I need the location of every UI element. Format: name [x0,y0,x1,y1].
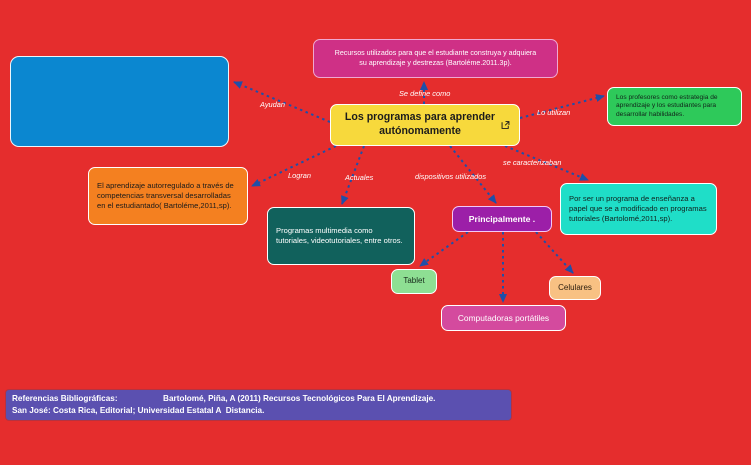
edge-label-se-define-como: Se define como [399,89,451,98]
node-computadoras-portatiles[interactable]: Computadoras portátiles [441,305,566,331]
node-blue-empty[interactable] [10,56,229,147]
node-multimedia-programs-text: Programas multimedia como tutoriales, vi… [276,226,403,245]
node-celulares-text: Celulares [558,282,592,292]
references-line-1: Referencias Bibliográficas: Bartolomé, P… [12,394,436,403]
node-central-topic-text: Los programas para aprender autónomament… [344,111,496,137]
node-paper-program-text: Por ser un programa de enseñanza a papel… [569,194,707,223]
edge-label-se-caracterizaban: se caracterizaban [503,158,562,167]
edge-label-dispositivos-utilizados: dispositivos utilizados [415,172,487,181]
node-self-regulated-learning-text: El aprendizaje autorregulado a través de… [97,181,234,210]
edge-label-lo-utilizan: Lo utilizan [537,108,571,117]
references-bar: Referencias Bibliográficas: Bartolomé, P… [5,389,512,421]
edge-label-logran: Logran [288,171,312,180]
node-computadoras-portatiles-text: Computadoras portátiles [457,312,550,323]
edge-principalmente-to-tablet [419,231,469,267]
node-definition-text: Recursos utilizados para que el estudian… [334,49,537,67]
edge-label-actuales: Actuales [345,173,374,182]
node-paper-program[interactable]: Por ser un programa de enseñanza a papel… [560,183,717,235]
node-definition[interactable]: Recursos utilizados para que el estudian… [313,39,558,78]
references-line-2: San José: Costa Rica, Editorial; Univers… [12,405,265,415]
external-link-icon[interactable] [500,120,511,131]
edge-label-ayudan: Ayudan [260,100,286,109]
edge-principalmente-to-celulares [535,231,574,274]
node-teachers-strategy[interactable]: Los profesores como estrategia de aprend… [607,87,742,126]
node-tablet-text: Tablet [403,276,425,286]
edge-central-to-self-regulated [251,145,337,187]
node-central-topic[interactable]: Los programas para aprender autónomament… [330,104,520,146]
node-self-regulated-learning[interactable]: El aprendizaje autorregulado a través de… [88,167,248,225]
node-celulares[interactable]: Celulares [549,276,601,300]
node-tablet[interactable]: Tablet [391,269,437,294]
node-teachers-strategy-text: Los profesores como estrategia de aprend… [616,93,718,118]
node-multimedia-programs[interactable]: Programas multimedia como tutoriales, vi… [267,207,415,265]
node-principalmente-text: Principalmente . [468,213,536,224]
node-principalmente[interactable]: Principalmente . [452,206,552,232]
